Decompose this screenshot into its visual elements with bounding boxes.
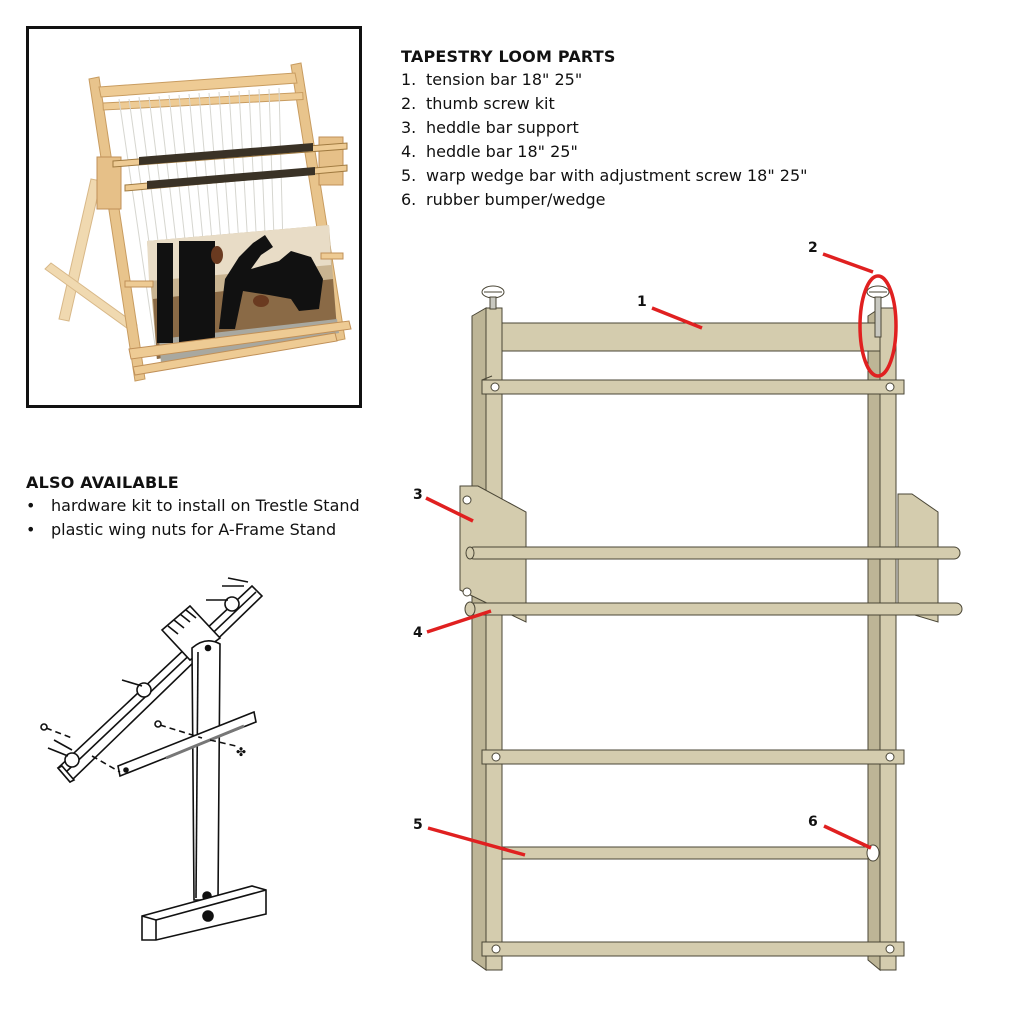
- parts-list-item: 1. tension bar 18" 25": [401, 68, 808, 92]
- item-label: tension bar 18" 25": [426, 70, 583, 89]
- callout-3: 3: [413, 487, 423, 503]
- callout-1: 1: [637, 294, 647, 310]
- item-number: 4.: [401, 142, 417, 161]
- parts-list: TAPESTRY LOOM PARTS 1. tension bar 18" 25…: [401, 47, 808, 212]
- svg-text:✤: ✤: [236, 745, 246, 759]
- callout-2: 2: [808, 240, 818, 256]
- item-label: heddle bar 18" 25": [426, 142, 578, 161]
- item-label: heddle bar support: [426, 118, 579, 137]
- item-label: rubber bumper/wedge: [426, 190, 606, 209]
- parts-list-item: 2. thumb screw kit: [401, 92, 808, 116]
- parts-list-item: 6. rubber bumper/wedge: [401, 188, 808, 212]
- also-available: ALSO AVAILABLE • hardware kit to install …: [26, 473, 360, 542]
- parts-list-item: 3. heddle bar support: [401, 116, 808, 140]
- also-available-item: • plastic wing nuts for A-Frame Stand: [26, 518, 360, 542]
- item-label: thumb screw kit: [426, 94, 555, 113]
- callout-4: 4: [413, 625, 423, 641]
- also-available-heading: ALSO AVAILABLE: [26, 473, 179, 492]
- item-label: hardware kit to install on Trestle Stand: [51, 496, 360, 515]
- also-available-item: • hardware kit to install on Trestle Stan…: [26, 494, 360, 518]
- item-label: plastic wing nuts for A-Frame Stand: [51, 520, 337, 539]
- callout-6: 6: [808, 814, 818, 830]
- item-number: 3.: [401, 118, 417, 137]
- item-number: 6.: [401, 190, 417, 209]
- loom-photo-illustration: [44, 62, 352, 382]
- parts-list-heading: TAPESTRY LOOM PARTS: [401, 47, 616, 66]
- item-label: warp wedge bar with adjustment screw 18"…: [426, 166, 808, 185]
- item-number: 1.: [401, 70, 417, 89]
- trestle-stand-drawing: ✤: [30, 570, 330, 954]
- parts-list-item: 5. warp wedge bar with adjustment screw 1…: [401, 164, 808, 188]
- item-number: 5.: [401, 166, 417, 185]
- item-number: 2.: [401, 94, 417, 113]
- bullet-icon: •: [26, 520, 36, 539]
- bullet-icon: •: [26, 496, 36, 515]
- loom-photo: [26, 26, 362, 408]
- callout-5: 5: [413, 817, 423, 833]
- parts-list-item: 4. heddle bar 18" 25": [401, 140, 808, 164]
